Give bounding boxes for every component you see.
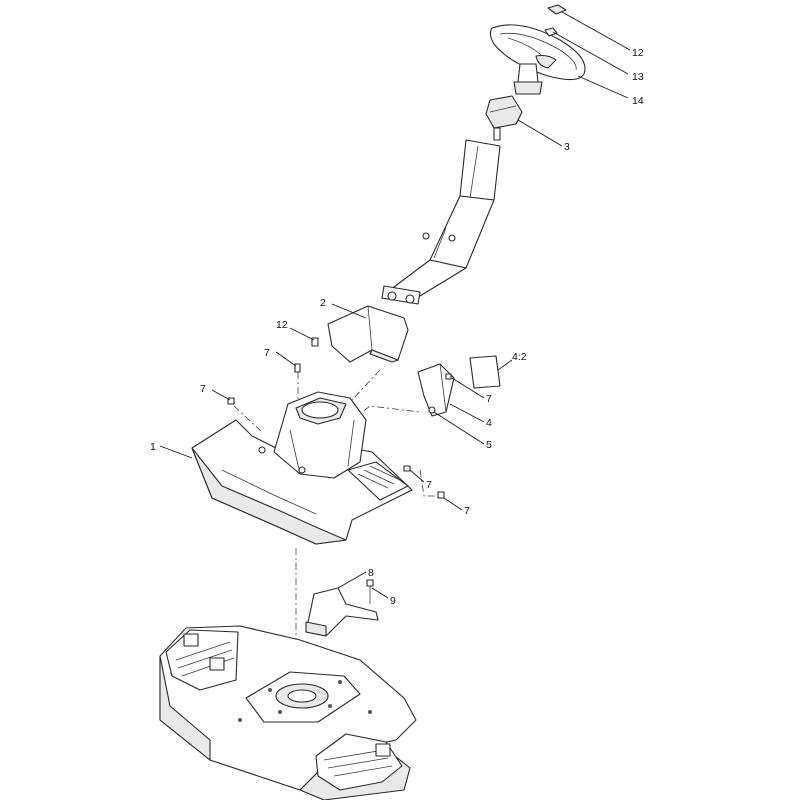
steering-wheel: [489, 24, 586, 95]
screw-10: [311, 337, 319, 347]
callout-7-top: 7: [264, 347, 270, 359]
callout-4: 4: [486, 417, 492, 429]
chassis: [159, 625, 417, 800]
callout-4-2: 4:2: [512, 351, 527, 363]
callout-10: 12: [276, 319, 288, 331]
bolt-9: [366, 579, 374, 604]
column-cover: [485, 95, 523, 141]
callout-13: 13: [632, 71, 644, 83]
decal: [469, 355, 501, 389]
callout-9: 9: [390, 595, 396, 607]
steering-column: [381, 139, 501, 305]
column-shroud: [327, 305, 409, 363]
mount-bracket: [305, 587, 379, 637]
callout-2: 2: [320, 297, 326, 309]
screw-5: [428, 406, 436, 414]
bracket: [417, 363, 455, 417]
callout-7-left: 7: [200, 383, 206, 395]
callout-1: 1: [150, 441, 156, 453]
callout-labels: 12 13 14 3 2 12 7 7 1 4:2 7 4 5 7 7 8 9: [150, 47, 644, 607]
callout-7-foot: 7: [426, 479, 432, 491]
callout-8: 8: [368, 567, 374, 579]
callout-14: 14: [632, 95, 644, 107]
callout-5: 5: [486, 439, 492, 451]
wheel-nut: [544, 27, 558, 37]
wheel-cap: [547, 4, 567, 15]
callout-7-bracket: 7: [486, 393, 492, 405]
leader-lines: [159, 11, 631, 599]
callout-7-bottom: 7: [464, 505, 470, 517]
console-body: [191, 391, 413, 545]
screws-7: [227, 363, 452, 499]
callout-3: 3: [564, 141, 570, 153]
callout-12: 12: [632, 47, 644, 59]
